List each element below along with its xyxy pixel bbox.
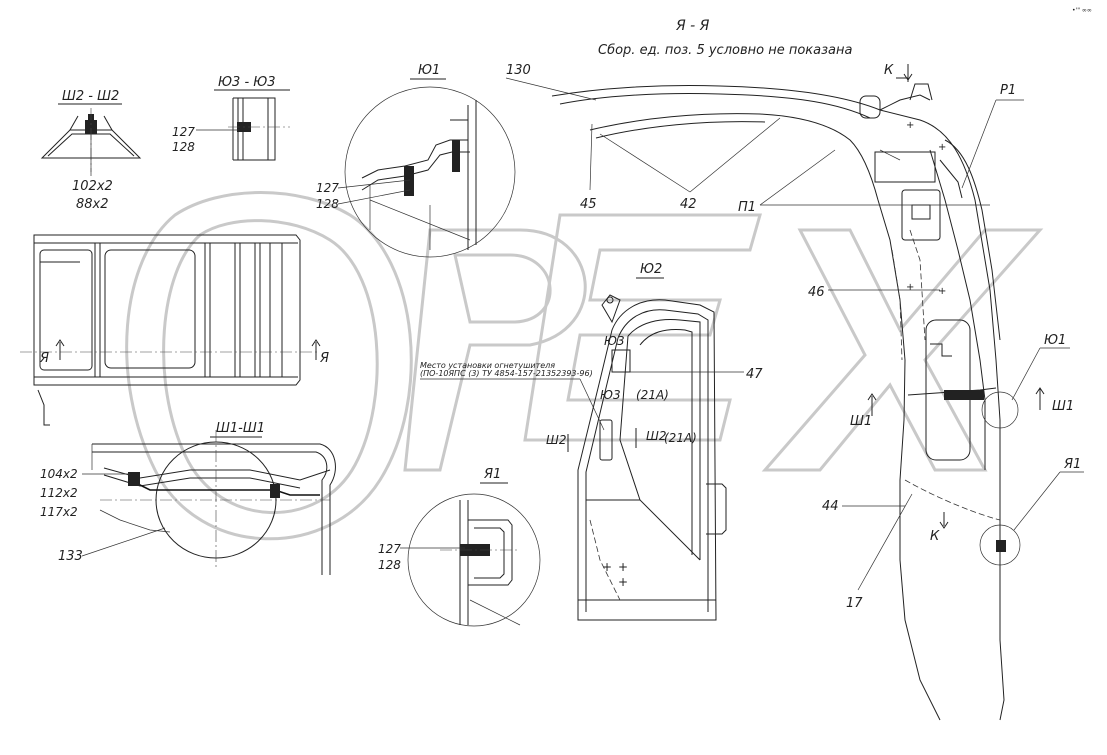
label-21a-1: (21А) [636, 388, 669, 402]
detail-yu1: Ю1 127 128 [316, 63, 516, 258]
view-yu2-title: Ю2 [640, 262, 662, 277]
svg-text:+: + [906, 282, 914, 293]
label-21a-2: (21А) [664, 431, 697, 445]
svg-text:+: + [906, 120, 914, 131]
corner-mark: •'" ∞∞ [1072, 7, 1092, 14]
view-sh2: Ш2 - Ш2 102х2 88х2 [40, 89, 142, 212]
svg-text:+: + [618, 560, 628, 574]
label-yu3-2: Ю3 [600, 388, 621, 402]
detail-ya1: Я1 127 128 [378, 467, 541, 627]
label-117x2: 117х2 [40, 505, 78, 519]
label-44: 44 [822, 499, 839, 514]
label-sh1-left: Ш1 [850, 414, 872, 429]
label-ya1-callout: Я1 [1063, 457, 1081, 472]
view-yu3-title: Ю3 - Ю3 [218, 75, 276, 90]
label-46: 46 [808, 285, 825, 300]
detail-ya1-title: Я1 [483, 467, 501, 482]
section-title: Я - Я [675, 18, 710, 34]
label-128-c: 128 [378, 558, 401, 572]
svg-text:O: O [200, 392, 208, 403]
label-ya-left: Я [39, 351, 49, 366]
label-104x2: 104х2 [40, 467, 78, 481]
note-line-2: (ПО-10ЯПС (3) ТУ 4854-157-21352393-96) [420, 369, 593, 378]
section-sh1: Ш1-Ш1 104х2 112х2 117х2 133 [40, 421, 336, 575]
section-sh1-title: Ш1-Ш1 [216, 421, 265, 436]
svg-text:+: + [602, 560, 612, 574]
label-102x2: 102х2 [72, 179, 113, 194]
view-yu3: Ю3 - Ю3 127 128 [172, 75, 290, 161]
label-r1: Р1 [1000, 83, 1016, 98]
section-subtitle: Сбор. ед. поз. 5 условно не показана [598, 43, 852, 58]
label-sh2-a: Ш2 [546, 433, 566, 447]
svg-text:E: E [620, 392, 627, 403]
label-sh2-b: Ш2 [646, 429, 666, 443]
detail-yu1-title: Ю1 [418, 63, 440, 78]
svg-text:+: + [938, 142, 946, 153]
label-127-a: 127 [172, 125, 195, 139]
label-sh1-right: Ш1 [1052, 399, 1074, 414]
label-42: 42 [680, 197, 697, 212]
watermark [125, 191, 1044, 541]
label-45: 45 [580, 197, 597, 212]
label-17: 17 [846, 596, 863, 611]
view-sh2-title: Ш2 - Ш2 [62, 89, 119, 104]
label-p1: П1 [738, 200, 756, 215]
plan-view: Я Я [20, 234, 329, 426]
label-k-top: К [884, 63, 894, 78]
label-127-c: 127 [378, 542, 401, 556]
label-128-a: 128 [172, 140, 195, 154]
label-ya-right: Я [319, 351, 329, 366]
main-section-ya: + + + + 130 45 42 П1 Р1 К 46 Ю1 Ш1 Ш1 Я1 [505, 63, 1084, 721]
label-88x2: 88х2 [76, 197, 109, 212]
label-yu1-callout: Ю1 [1044, 333, 1066, 348]
svg-text:X: X [879, 392, 888, 403]
svg-text:+: + [618, 575, 628, 589]
label-133: 133 [58, 549, 83, 564]
label-128-b: 128 [316, 197, 339, 211]
note-line-1: Место установки огнетушителя [420, 361, 555, 370]
view-yu2: Ю2 + + + Место установки огнетушителя (П… [420, 262, 763, 621]
label-k-bottom: К [930, 529, 940, 544]
label-127-b: 127 [316, 181, 339, 195]
label-yu3-marker: Ю3 [604, 334, 625, 348]
svg-text:P: P [460, 392, 467, 403]
svg-text:+: + [938, 286, 946, 297]
label-130: 130 [506, 63, 531, 78]
label-47: 47 [746, 367, 763, 382]
label-112x2: 112х2 [40, 486, 78, 500]
